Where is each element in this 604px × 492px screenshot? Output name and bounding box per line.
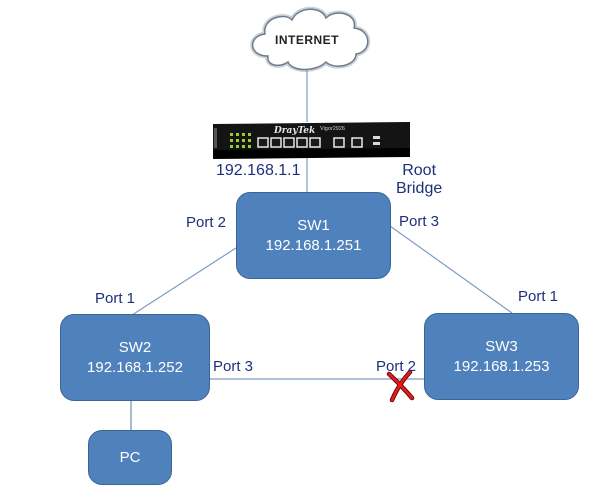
sw3-port1-label: Port 1 bbox=[518, 288, 559, 305]
sw2-ip: 192.168.1.252 bbox=[87, 358, 183, 376]
sw1-name: SW1 bbox=[297, 216, 330, 234]
sw1-ip: 192.168.1.251 bbox=[265, 236, 362, 254]
switch-sw3: SW3 192.168.1.253 bbox=[424, 313, 579, 400]
sw1-port3-label: Port 3 bbox=[399, 213, 440, 230]
pc-name: PC bbox=[119, 448, 141, 466]
blocked-port-x-icon bbox=[386, 369, 415, 403]
router-brand-logo: DrayTek bbox=[273, 126, 315, 136]
sw3-port2-label: Port 2 bbox=[376, 358, 417, 375]
sw3-ip: 192.168.1.253 bbox=[453, 357, 550, 375]
sw2-port3-label: Port 3 bbox=[213, 358, 254, 375]
switch-sw1: SW1 192.168.1.251 bbox=[236, 192, 391, 279]
internet-label: INTERNET bbox=[275, 33, 339, 47]
pc-node: PC bbox=[88, 430, 172, 485]
sw2-port1-label: Port 1 bbox=[95, 290, 136, 307]
sw1-port2-label: Port 2 bbox=[186, 214, 227, 231]
root-bridge-line2: Bridge bbox=[396, 180, 443, 197]
router-model-label: Vigor2926 bbox=[320, 126, 345, 132]
root-bridge-line1: Root bbox=[402, 162, 437, 179]
link-sw1-sw3 bbox=[389, 225, 513, 314]
internet-cloud-icon bbox=[250, 6, 371, 72]
sw3-name: SW3 bbox=[485, 337, 518, 355]
router-ip-label: 192.168.1.1 bbox=[216, 162, 301, 179]
switch-sw2: SW2 192.168.1.252 bbox=[60, 314, 210, 401]
link-sw1-sw2 bbox=[131, 247, 237, 316]
root-bridge-label: Root Bridge bbox=[396, 162, 442, 198]
router-device: DrayTek Vigor2926 bbox=[213, 122, 410, 159]
sw2-name: SW2 bbox=[118, 338, 152, 356]
